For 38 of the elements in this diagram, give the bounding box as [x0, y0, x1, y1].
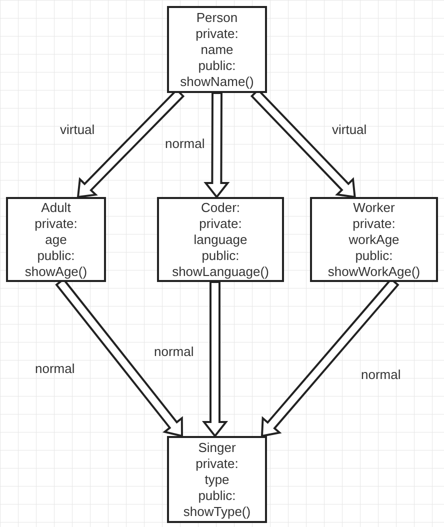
edge-label: normal: [35, 362, 75, 375]
class-member-text: private:: [199, 216, 242, 232]
edge-label: normal: [361, 368, 401, 381]
edge-label: normal: [154, 345, 194, 358]
block-arrow: [204, 92, 230, 199]
class-member-text: workAge: [348, 232, 400, 248]
class-member-text: showLanguage(): [172, 264, 269, 280]
class-member-text: showType(): [183, 504, 251, 520]
class-member-text: showWorkAge(): [328, 264, 420, 280]
class-member-text: private:: [196, 456, 238, 472]
edge-label: virtual: [60, 123, 95, 136]
class-member-text: private:: [34, 216, 78, 232]
class-member-text: public:: [202, 248, 240, 264]
class-box: [157, 197, 284, 282]
class-member-text: type: [204, 472, 230, 488]
class-member-text: public:: [37, 248, 75, 264]
block-arrow: [202, 281, 228, 438]
class-member-text: showName(): [180, 74, 254, 90]
class-box: [310, 197, 438, 282]
class-member-text: Coder:: [200, 200, 240, 216]
class-member-text: public:: [355, 248, 393, 264]
class-box: [167, 6, 267, 93]
class-member-text: showAge(): [24, 264, 88, 280]
class-member-text: Adult: [41, 200, 71, 216]
class-box: [6, 197, 106, 282]
class-member-text: age: [45, 232, 67, 248]
class-member-text: Person: [196, 10, 238, 26]
class-member-text: Worker: [353, 200, 395, 216]
class-member-text: public:: [198, 58, 236, 74]
edge-label: virtual: [332, 123, 367, 136]
class-member-text: private:: [196, 26, 238, 42]
class-member-text: name: [200, 42, 234, 58]
class-member-text: public:: [198, 488, 236, 504]
class-member-text: language: [194, 232, 248, 248]
class-member-text: private:: [352, 216, 396, 232]
class-member-text: Singer: [198, 440, 236, 456]
class-box: [167, 436, 267, 523]
edge-label: normal: [165, 137, 205, 150]
